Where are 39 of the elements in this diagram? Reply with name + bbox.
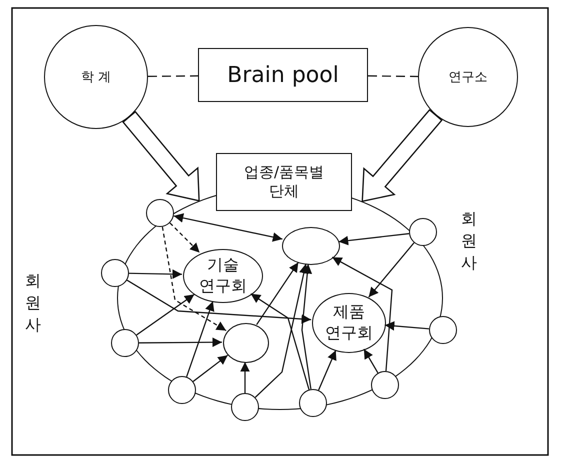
connector-line: [148, 75, 198, 77]
arrow: [332, 256, 393, 372]
arrow: [240, 362, 250, 393]
arrow: [192, 354, 228, 382]
member-circle: [429, 316, 457, 344]
member-circle: [111, 329, 139, 357]
side-label: 회원사: [23, 262, 43, 328]
arrow: [169, 222, 200, 254]
arrow: [162, 226, 226, 332]
member-circle: [299, 389, 327, 417]
arrow: [368, 242, 414, 298]
arrow: [301, 264, 312, 390]
arrow: [384, 321, 430, 331]
arrow: [186, 301, 214, 377]
study-group-ellipse: 제품 연구회: [312, 293, 386, 353]
study-group-ellipse: [282, 227, 340, 265]
arrow: [338, 233, 410, 246]
arrow: [256, 262, 299, 326]
arrow: [174, 213, 283, 242]
arrow: [139, 337, 222, 348]
side-label: 회원사: [459, 200, 479, 266]
arrow: [136, 294, 195, 336]
member-circle: [231, 393, 259, 421]
block-arrow: [362, 108, 443, 202]
arrow: [128, 269, 182, 279]
study-group-ellipse: [223, 323, 269, 363]
block-arrow: [122, 110, 200, 202]
organization-circle: 연구소: [418, 27, 518, 127]
arrow: [126, 280, 312, 324]
arrow: [363, 348, 378, 374]
arrow: [254, 264, 309, 398]
group-box: 업종/품목별 단체: [216, 153, 352, 211]
organization-circle: 학 계: [44, 25, 148, 129]
member-circle: [101, 259, 129, 287]
arrow: [318, 350, 336, 390]
arrow: [250, 293, 310, 390]
study-group-ellipse: 기술 연구회: [183, 249, 263, 303]
connector-line: [368, 75, 418, 78]
process-box: Brain pool: [198, 48, 368, 102]
